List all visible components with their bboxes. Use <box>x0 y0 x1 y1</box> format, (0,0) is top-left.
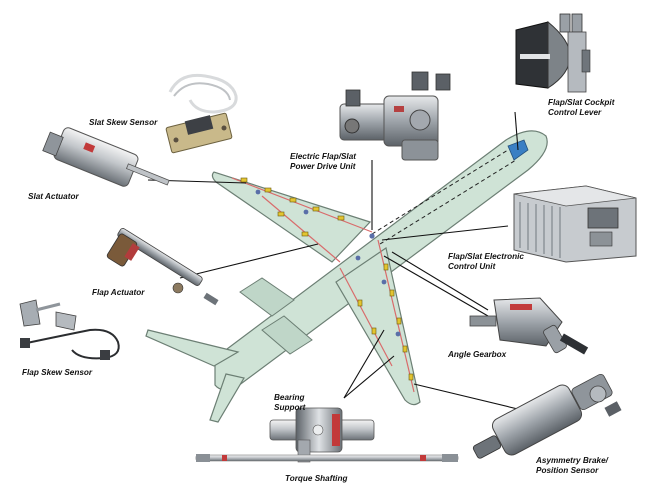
label-electric-pdu-line1: Electric Flap/Slat <box>290 152 356 161</box>
horizontal-stabilizer <box>145 329 240 367</box>
label-torque-shafting-text: Torque Shafting <box>285 474 348 483</box>
bearing-support-image <box>269 407 375 463</box>
control-cable-2 <box>379 159 517 245</box>
label-flap-skew-sensor: Flap Skew Sensor <box>22 368 92 378</box>
label-bearing-support-line2: Support <box>274 403 306 412</box>
wing-torque-line-left <box>231 177 373 233</box>
label-flap-actuator: Flap Actuator <box>92 288 144 298</box>
wing-torque-line-left-2 <box>261 195 341 263</box>
label-electric-pdu: Electric Flap/Slat Power Drive Unit <box>290 152 356 172</box>
label-electronic-control-unit: Flap/Slat Electronic Control Unit <box>448 252 524 272</box>
angle-gearbox-image <box>469 297 589 355</box>
label-torque-shafting: Torque Shafting <box>285 474 347 484</box>
wing-torque-line-right-2 <box>339 267 393 367</box>
label-electric-pdu-line2: Power Drive Unit <box>290 162 356 171</box>
label-cockpit-lever-line2: Control Lever <box>548 108 602 117</box>
label-angle-gearbox: Angle Gearbox <box>448 350 506 360</box>
electronic-control-unit-image <box>513 185 637 263</box>
label-flap-actuator-text: Flap Actuator <box>92 288 145 297</box>
label-asymmetry-brake-line2: Position Sensor <box>536 466 599 475</box>
right-wing <box>335 247 421 406</box>
horizontal-stabilizer-lower <box>209 373 245 423</box>
engine-nacelle <box>239 277 295 317</box>
label-flap-skew-sensor-text: Flap Skew Sensor <box>22 368 93 377</box>
torque-shafting-image <box>195 454 459 462</box>
label-bearing-support-line1: Bearing <box>274 393 305 402</box>
cockpit-control-lever-image <box>515 13 591 93</box>
slat-actuator-image <box>42 127 170 187</box>
slat-skew-sensor-image <box>165 73 238 154</box>
label-cockpit-lever-line1: Flap/Slat Cockpit <box>548 98 615 107</box>
label-bearing-support: Bearing Support <box>274 393 305 413</box>
control-cable <box>371 149 509 235</box>
flap-skew-sensor-image <box>19 299 120 360</box>
gearbox-markers <box>255 189 401 337</box>
flap-actuator-image <box>106 228 219 306</box>
label-ecu-line2: Control Unit <box>448 262 496 271</box>
left-wing <box>211 171 372 263</box>
engine-nacelle-lower <box>261 315 313 355</box>
label-asymmetry-brake: Asymmetry Brake/ Position Sensor <box>536 456 608 476</box>
label-slat-actuator-text: Slat Actuator <box>28 192 79 201</box>
aircraft <box>145 130 548 423</box>
label-slat-actuator: Slat Actuator <box>28 192 79 202</box>
label-slat-skew-sensor: Slat Skew Sensor <box>89 118 157 128</box>
label-angle-gearbox-text: Angle Gearbox <box>448 350 507 359</box>
label-asymmetry-brake-line1: Asymmetry Brake/ <box>536 456 608 465</box>
power-drive-unit-image <box>339 71 451 161</box>
asymmetry-brake-image <box>472 373 622 459</box>
wing-actuator-markers <box>240 177 414 381</box>
label-slat-skew-sensor-text: Slat Skew Sensor <box>89 118 158 127</box>
label-cockpit-lever: Flap/Slat Cockpit Control Lever <box>548 98 614 118</box>
label-ecu-line1: Flap/Slat Electronic <box>448 252 524 261</box>
